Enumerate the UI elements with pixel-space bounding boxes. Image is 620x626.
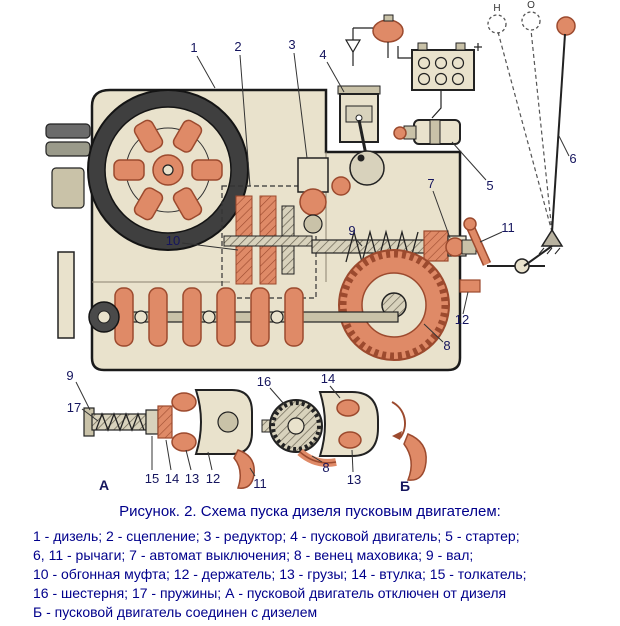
detail-a-pusher xyxy=(145,409,159,435)
callout-11: 11 xyxy=(501,220,515,235)
output-gear xyxy=(331,176,351,196)
callout-a-13: 13 xyxy=(185,471,199,486)
callout-a-11: 11 xyxy=(253,476,267,491)
callout-a-17: 17 xyxy=(67,400,81,415)
battery-wire-starter xyxy=(431,90,442,119)
engine-mount-lower xyxy=(45,141,91,157)
callout-b-16: 16 xyxy=(257,374,271,389)
callout-9: 9 xyxy=(348,223,355,238)
callout-b-8: 8 xyxy=(322,460,329,475)
rotor-magnets xyxy=(113,119,223,221)
crankshaft xyxy=(88,287,399,347)
leader-lines-detail-a xyxy=(75,381,256,477)
lever-position-label-o: О xyxy=(527,0,535,11)
legend-line-2: 6, 11 - рычаги; 7 - автомат выключения; … xyxy=(33,547,474,563)
release-automat xyxy=(445,217,545,293)
detail-b-lever xyxy=(403,433,427,481)
callout-2: 2 xyxy=(234,39,241,54)
callout-a-12: 12 xyxy=(206,471,220,486)
callout-12: 12 xyxy=(455,312,469,327)
rotation-arrow xyxy=(391,401,406,439)
detail-a-bushing xyxy=(157,405,173,439)
starter xyxy=(393,119,461,145)
fuel-tank xyxy=(344,14,404,66)
detail-b-weight-bottom xyxy=(338,431,362,449)
reducer xyxy=(297,157,329,234)
detail-a-weight-bottom xyxy=(171,432,197,452)
lever-knob xyxy=(556,16,576,36)
detail-a-lever xyxy=(233,449,255,489)
detail-a: 9 17 15 14 13 12 11 А xyxy=(66,368,266,493)
leader-lines-main xyxy=(181,52,570,343)
callout-10: 10 xyxy=(166,233,180,248)
lever-position-ghost-2 xyxy=(521,11,541,31)
engine-bracket xyxy=(51,167,85,209)
legend-line-4: 16 - шестерня; 17 - пружины; А - пусково… xyxy=(33,585,507,601)
callout-a-9: 9 xyxy=(66,368,73,383)
engine-mount-upper xyxy=(45,123,91,139)
detail-b-label: Б xyxy=(400,478,410,494)
flywheel-ring-gear xyxy=(338,249,450,361)
callout-a-15: 15 xyxy=(145,471,159,486)
shaft-spring xyxy=(345,229,419,265)
callout-b-14: 14 xyxy=(321,371,335,386)
lever-position-ghost-1 xyxy=(487,14,507,34)
detail-b: 16 14 8 13 Б xyxy=(257,371,427,494)
callout-b-13: 13 xyxy=(347,472,361,487)
starter-pinion xyxy=(393,126,407,140)
battery-wire-left xyxy=(397,46,412,59)
callout-3: 3 xyxy=(288,37,295,52)
figure-caption: Рисунок. 2. Схема пуска дизеля пусковым … xyxy=(119,503,501,520)
callout-4: 4 xyxy=(319,47,326,62)
callout-1: 1 xyxy=(190,40,197,55)
detail-a-weight-top xyxy=(171,392,197,412)
detail-b-holder xyxy=(318,391,379,457)
callout-5: 5 xyxy=(486,178,493,193)
legend-line-1: 1 - дизель; 2 - сцепление; 3 - редуктор;… xyxy=(33,528,520,544)
leader-lines-detail-b xyxy=(269,385,354,473)
legend-line-5: Б - пусковой двигатель соединен с дизеле… xyxy=(33,604,318,620)
holder-12 xyxy=(459,279,481,293)
legend-line-3: 10 - обгонная муфта; 12 - держатель; 13 … xyxy=(33,566,527,582)
starting-engine xyxy=(331,85,385,196)
callouts-main: 1 2 3 4 5 6 7 8 9 10 11 12 xyxy=(166,37,577,353)
flywheel-generator xyxy=(87,89,249,251)
detail-b-weight-top xyxy=(336,399,360,417)
crank-disc xyxy=(349,150,385,186)
figure-legend: 1 - дизель; 2 - сцепление; 3 - редуктор;… xyxy=(33,527,620,622)
callout-8: 8 xyxy=(443,338,450,353)
callout-7: 7 xyxy=(427,176,434,191)
callout-6: 6 xyxy=(569,151,576,166)
detail-a-spring xyxy=(95,412,145,432)
shaft-sleeve xyxy=(423,230,449,262)
engine-start-diagram: Н О 1 2 3 4 5 6 7 8 9 xyxy=(45,0,577,494)
battery xyxy=(397,42,482,119)
engagement-lever: Н О xyxy=(487,0,576,267)
lever-position-label-n: Н xyxy=(493,3,500,14)
detail-a-label: А xyxy=(99,477,109,493)
callout-a-14: 14 xyxy=(165,471,179,486)
clutch xyxy=(221,185,317,299)
engine-side-bar xyxy=(57,251,75,339)
